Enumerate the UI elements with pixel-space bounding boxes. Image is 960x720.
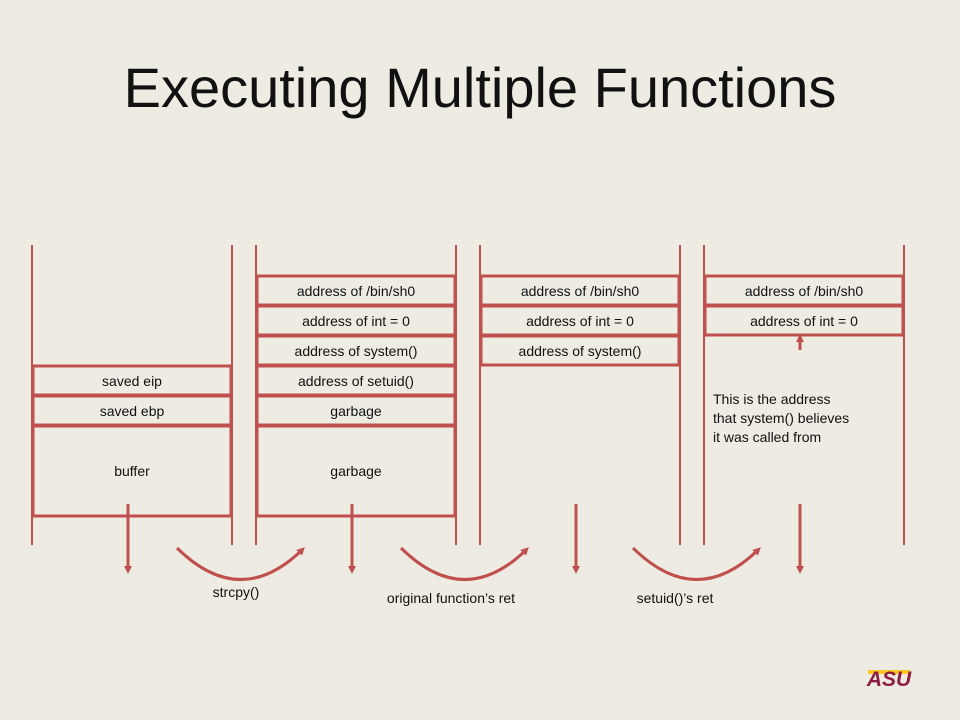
stack-3-cell-int [703, 304, 905, 337]
stack-0-label-saved-eip: saved eip [102, 373, 162, 389]
annotation-line-1: This is the address [713, 391, 831, 407]
stack-3: address of /bin/sh0 address of int = 0 T… [703, 245, 905, 545]
stack-0-label-saved-ebp: saved ebp [100, 403, 165, 419]
stack-2: address of /bin/sh0 address of int = 0 a… [479, 245, 681, 545]
return-address-annotation: This is the address that system() believ… [713, 391, 853, 445]
stack-1: address of /bin/sh0 address of int = 0 a… [255, 245, 457, 545]
stack-0: saved eip saved ebp buffer [31, 245, 233, 545]
stack-3-label-int: address of int = 0 [750, 313, 858, 329]
stack-1-label-garbage-2: garbage [330, 463, 382, 479]
transition-label-setuid-ret: setuid()’s ret [637, 590, 714, 606]
stack-1-cell-garbage-2 [255, 424, 457, 518]
annotation-line-3: it was called from [713, 429, 821, 445]
transition-label-original-ret: original function’s ret [387, 590, 515, 606]
stack-1-label-int: address of int = 0 [302, 313, 410, 329]
stack-1-label-setuid: address of setuid() [298, 373, 414, 389]
stack-2-cell-system [479, 334, 681, 367]
annotation-line-2: that system() believes [713, 410, 849, 426]
transition-label-strcpy: strcpy() [213, 584, 260, 600]
asu-logo-text: ASU [866, 668, 912, 690]
page-title: Executing Multiple Functions [123, 56, 837, 119]
transition-arrow-setuid-ret [631, 546, 761, 581]
stack-0-cell-buffer [31, 424, 233, 518]
transition-arrow-strcpy [175, 546, 305, 581]
stack-0-label-buffer: buffer [114, 463, 150, 479]
transition-arrow-original-ret [399, 546, 529, 581]
asu-logo: ASU [866, 668, 912, 690]
stack-2-label-system: address of system() [519, 343, 642, 359]
stack-1-label-garbage-1: garbage [330, 403, 382, 419]
stack-1-label-binsh: address of /bin/sh0 [297, 283, 416, 299]
stack-2-label-int: address of int = 0 [526, 313, 634, 329]
stack-2-label-binsh: address of /bin/sh0 [521, 283, 640, 299]
stack-1-label-system: address of system() [295, 343, 418, 359]
stack-3-label-binsh: address of /bin/sh0 [745, 283, 864, 299]
